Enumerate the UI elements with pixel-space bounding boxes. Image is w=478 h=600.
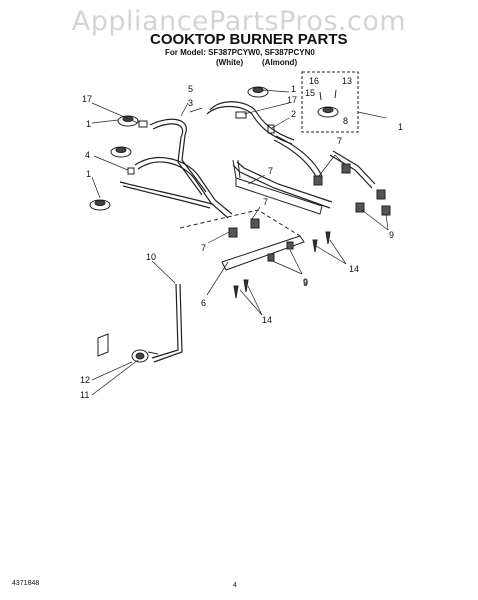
callout: 15 bbox=[305, 88, 315, 98]
watermark: AppliancePartsPros.com bbox=[71, 6, 407, 37]
page-title: COOKTOP BURNER PARTS bbox=[150, 31, 348, 48]
callout: 1 bbox=[291, 84, 296, 94]
callout: 7 bbox=[337, 136, 342, 146]
callout: 2 bbox=[291, 109, 296, 119]
callout: 6 bbox=[201, 298, 206, 308]
gas-tubing bbox=[119, 101, 376, 363]
surface-burner-front-left bbox=[89, 199, 111, 211]
callout: 14 bbox=[349, 264, 359, 274]
callout: 13 bbox=[342, 76, 352, 86]
callout: 9 bbox=[303, 278, 308, 288]
oven-valve-assembly bbox=[97, 333, 159, 363]
callout-labels: 17 5 3 1 17 2 16 13 15 8 1 1 4 1 7 7 9 7… bbox=[80, 76, 403, 400]
callout: 10 bbox=[146, 252, 156, 262]
callout: 1 bbox=[86, 169, 91, 179]
variant-white: (White) bbox=[216, 58, 244, 67]
callout: 5 bbox=[188, 84, 193, 94]
clip bbox=[127, 111, 275, 175]
detail-inset-box bbox=[301, 71, 359, 133]
callout: 3 bbox=[188, 98, 193, 108]
callout: 1 bbox=[398, 122, 403, 132]
surface-burner-rear-right bbox=[247, 86, 269, 98]
callout: 7 bbox=[268, 166, 273, 176]
dashed-divider bbox=[179, 209, 301, 237]
callout: 1 bbox=[86, 119, 91, 129]
callout: 12 bbox=[80, 375, 90, 385]
callout: 17 bbox=[287, 95, 297, 105]
callout: 16 bbox=[309, 76, 319, 86]
callout: 9 bbox=[303, 277, 308, 287]
surface-burner-detail bbox=[317, 89, 339, 118]
screw bbox=[233, 231, 331, 299]
callout: 9 bbox=[389, 230, 394, 240]
model-line: For Model: SF387PCYW0, SF387PCYN0 bbox=[165, 48, 315, 57]
leader-lines bbox=[91, 89, 389, 396]
callout: 4 bbox=[85, 150, 90, 160]
variant-almond: (Almond) bbox=[262, 58, 298, 67]
callout: 7 bbox=[201, 243, 206, 253]
manifold bbox=[232, 159, 323, 215]
callout: 11 bbox=[80, 390, 89, 400]
surface-burner-mid-left bbox=[110, 146, 132, 158]
page-number: 4 bbox=[233, 582, 237, 589]
surface-burner-rear-left bbox=[117, 115, 139, 127]
valve bbox=[228, 163, 391, 262]
document-number: 4371848 bbox=[12, 580, 40, 587]
callout: 8 bbox=[343, 116, 348, 126]
callout: 17 bbox=[82, 94, 92, 104]
callout: 14 bbox=[262, 315, 272, 325]
callout: 7 bbox=[263, 197, 268, 207]
